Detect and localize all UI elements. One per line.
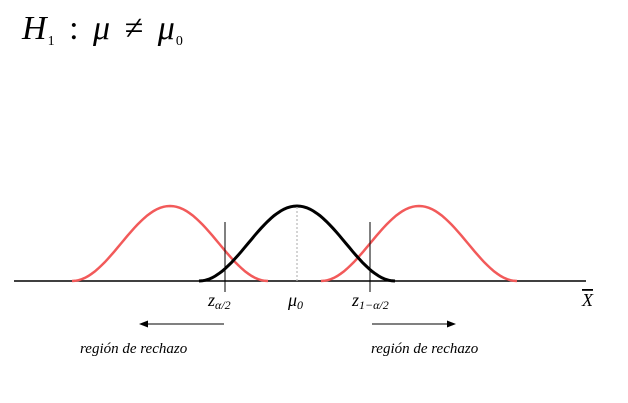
rejection-region-right-label: región de rechazo xyxy=(371,341,479,357)
z-right-label: z1−α/2 xyxy=(351,290,389,312)
colon-symbol: : xyxy=(69,10,79,47)
right-arrow-icon xyxy=(372,320,456,328)
hypothesis-formula: H1 : μ ≠ μ0 xyxy=(22,12,183,49)
mu-symbol: μ xyxy=(93,10,111,47)
mu0-subscript: 0 xyxy=(175,34,183,49)
alternative-curve-right xyxy=(320,204,518,283)
rejection-region-left-label: región de rechazo xyxy=(80,341,188,357)
null-distribution-curve xyxy=(198,204,396,283)
not-equal-symbol: ≠ xyxy=(124,10,144,47)
h-subscript: 1 xyxy=(47,34,55,49)
h-symbol: H xyxy=(22,10,47,47)
left-arrow-icon xyxy=(139,320,224,328)
alternative-curve-left xyxy=(71,204,269,283)
mu0-label: μ0 xyxy=(287,290,303,312)
z-left-label: zα/2 xyxy=(207,290,231,312)
x-axis-label: X xyxy=(581,290,594,310)
mu0-symbol: μ xyxy=(157,10,175,47)
